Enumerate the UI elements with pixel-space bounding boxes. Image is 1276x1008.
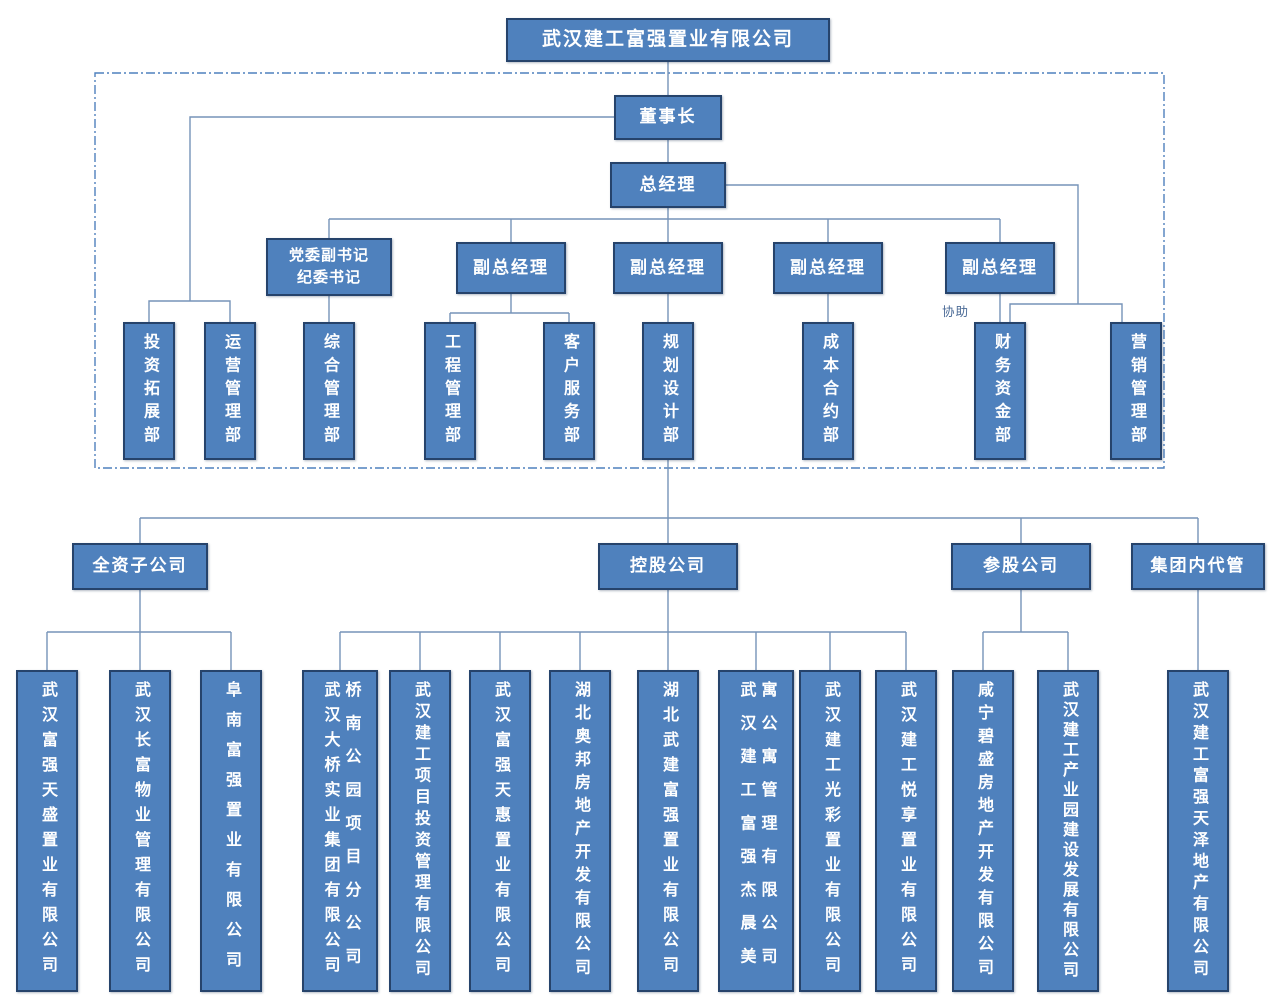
org-node-category-wholly-owned: 全资子公司 xyxy=(72,543,208,590)
org-node-deputy-gm-2: 副总经理 xyxy=(613,242,723,294)
company-label-part1: 武汉大桥实业集团有限公司 xyxy=(321,681,339,981)
dept-label: 工程管理部 xyxy=(442,333,459,449)
label-assist: 协助 xyxy=(942,305,970,319)
org-node-company-holding-7: 武汉建工光彩置业有限公司 xyxy=(799,670,861,992)
company-label: 武汉建工富强天泽地产有限公司 xyxy=(1190,681,1207,981)
company-label: 武汉建工项目投资管理有限公司 xyxy=(412,681,429,981)
dashed-boundary xyxy=(94,72,1165,469)
org-node-deputy-gm-3-label: 副总经理 xyxy=(790,257,866,277)
dept-label: 运营管理部 xyxy=(222,333,239,449)
company-label: 武汉建工光彩置业有限公司 xyxy=(822,681,839,981)
company-label-part2: 寓公寓管理有限公司 xyxy=(758,681,776,981)
category-label: 全资子公司 xyxy=(92,556,188,576)
org-node-company-holding-1: 武汉大桥实业集团有限公司 桥南公园项目分公司 xyxy=(302,670,378,992)
connector-gm-assist-line xyxy=(726,184,1123,322)
org-node-company-holding-3: 武汉富强天惠置业有限公司 xyxy=(469,670,531,992)
connector-group xyxy=(46,62,1199,670)
category-label: 控股公司 xyxy=(630,556,706,576)
org-node-company-wholly-1: 武汉富强天盛置业有限公司 xyxy=(16,670,78,992)
connector-holding-bracket xyxy=(339,590,907,670)
company-label-part1: 武汉建工富强杰晨美 xyxy=(737,681,755,981)
org-node-deputy-gm-1: 副总经理 xyxy=(456,242,566,294)
dept-label: 规划设计部 xyxy=(660,333,677,449)
dept-label: 客户服务部 xyxy=(561,333,578,449)
connector-category-row xyxy=(139,517,1199,543)
connector-deputy-drops xyxy=(328,294,1001,322)
connector-shareholding-bracket xyxy=(982,590,1069,670)
connector-wholly-owned-bracket xyxy=(46,590,232,670)
company-label-part2: 桥南公园项目分公司 xyxy=(342,681,360,981)
category-label: 参股公司 xyxy=(983,556,1059,576)
org-node-company-holding-6: 武汉建工富强杰晨美 寓公寓管理有限公司 xyxy=(718,670,794,992)
org-node-deputy-gm-3: 副总经理 xyxy=(773,242,883,294)
org-node-chairman: 董事长 xyxy=(614,95,722,140)
org-node-dept-finance-treasury: 财务资金部 xyxy=(974,322,1026,460)
company-label: 武汉富强天盛置业有限公司 xyxy=(39,681,56,981)
org-node-dept-marketing-management: 营销管理部 xyxy=(1110,322,1162,460)
dept-label: 成本合约部 xyxy=(820,333,837,449)
org-node-dept-operations-management: 运营管理部 xyxy=(204,322,256,460)
org-node-category-shareholding: 参股公司 xyxy=(951,543,1091,590)
company-label: 湖北武建富强置业有限公司 xyxy=(660,681,677,981)
company-label: 咸宁碧盛房地产开发有限公司 xyxy=(975,680,992,982)
org-node-company-group-managed-1: 武汉建工富强天泽地产有限公司 xyxy=(1167,670,1229,992)
org-node-dept-cost-contract: 成本合约部 xyxy=(802,322,854,460)
org-node-category-group-managed: 集团内代管 xyxy=(1131,543,1265,590)
org-node-company-shareholding-2: 武汉建工产业园建设发展有限公司 xyxy=(1037,670,1099,992)
org-node-deputy-gm-4: 副总经理 xyxy=(945,242,1055,294)
org-node-party-secretary-label: 党委副书记 纪委书记 xyxy=(288,247,369,286)
dept-label: 投资拓展部 xyxy=(141,333,158,449)
org-node-dept-customer-service: 客户服务部 xyxy=(543,322,595,460)
company-label: 武汉建工产业园建设发展有限公司 xyxy=(1060,681,1077,981)
company-label: 武汉建工悦享置业有限公司 xyxy=(898,681,915,981)
org-node-general-manager-label: 总经理 xyxy=(639,174,697,194)
org-node-root-label: 武汉建工富强置业有限公司 xyxy=(541,29,794,51)
org-node-party-secretary: 党委副书记 纪委书记 xyxy=(266,238,392,296)
dept-label: 综合管理部 xyxy=(321,333,338,449)
company-label: 湖北奥邦房地产开发有限公司 xyxy=(572,680,589,982)
org-node-category-holding: 控股公司 xyxy=(598,543,738,590)
org-node-deputy-gm-2-label: 副总经理 xyxy=(630,257,706,277)
category-label: 集团内代管 xyxy=(1150,556,1246,576)
org-node-deputy-gm-1-label: 副总经理 xyxy=(473,257,549,277)
dept-label: 财务资金部 xyxy=(992,333,1009,449)
org-node-dept-investment-expansion: 投资拓展部 xyxy=(123,322,175,460)
org-node-root: 武汉建工富强置业有限公司 xyxy=(506,18,830,62)
org-node-dept-general-management: 综合管理部 xyxy=(303,322,355,460)
org-node-company-wholly-2: 武汉长富物业管理有限公司 xyxy=(109,670,171,992)
org-node-dept-planning-design: 规划设计部 xyxy=(642,322,694,460)
connector-chairman-left-branch xyxy=(148,116,614,322)
company-label: 武汉长富物业管理有限公司 xyxy=(132,681,149,981)
connector-gm-row xyxy=(328,218,1001,242)
org-node-dept-engineering-management: 工程管理部 xyxy=(424,322,476,460)
org-node-company-holding-5: 湖北武建富强置业有限公司 xyxy=(637,670,699,992)
org-node-company-holding-4: 湖北奥邦房地产开发有限公司 xyxy=(549,670,611,992)
org-node-company-holding-2: 武汉建工项目投资管理有限公司 xyxy=(389,670,451,992)
org-node-company-wholly-3: 阜南富强置业有限公司 xyxy=(200,670,262,992)
org-node-company-shareholding-1: 咸宁碧盛房地产开发有限公司 xyxy=(952,670,1014,992)
company-label: 武汉富强天惠置业有限公司 xyxy=(492,681,509,981)
org-node-general-manager: 总经理 xyxy=(610,162,726,208)
dept-label: 营销管理部 xyxy=(1128,333,1145,449)
org-node-chairman-label: 董事长 xyxy=(639,107,697,127)
company-label: 阜南富强置业有限公司 xyxy=(223,681,240,981)
org-node-company-holding-8: 武汉建工悦享置业有限公司 xyxy=(875,670,937,992)
org-node-deputy-gm-4-label: 副总经理 xyxy=(962,257,1038,277)
